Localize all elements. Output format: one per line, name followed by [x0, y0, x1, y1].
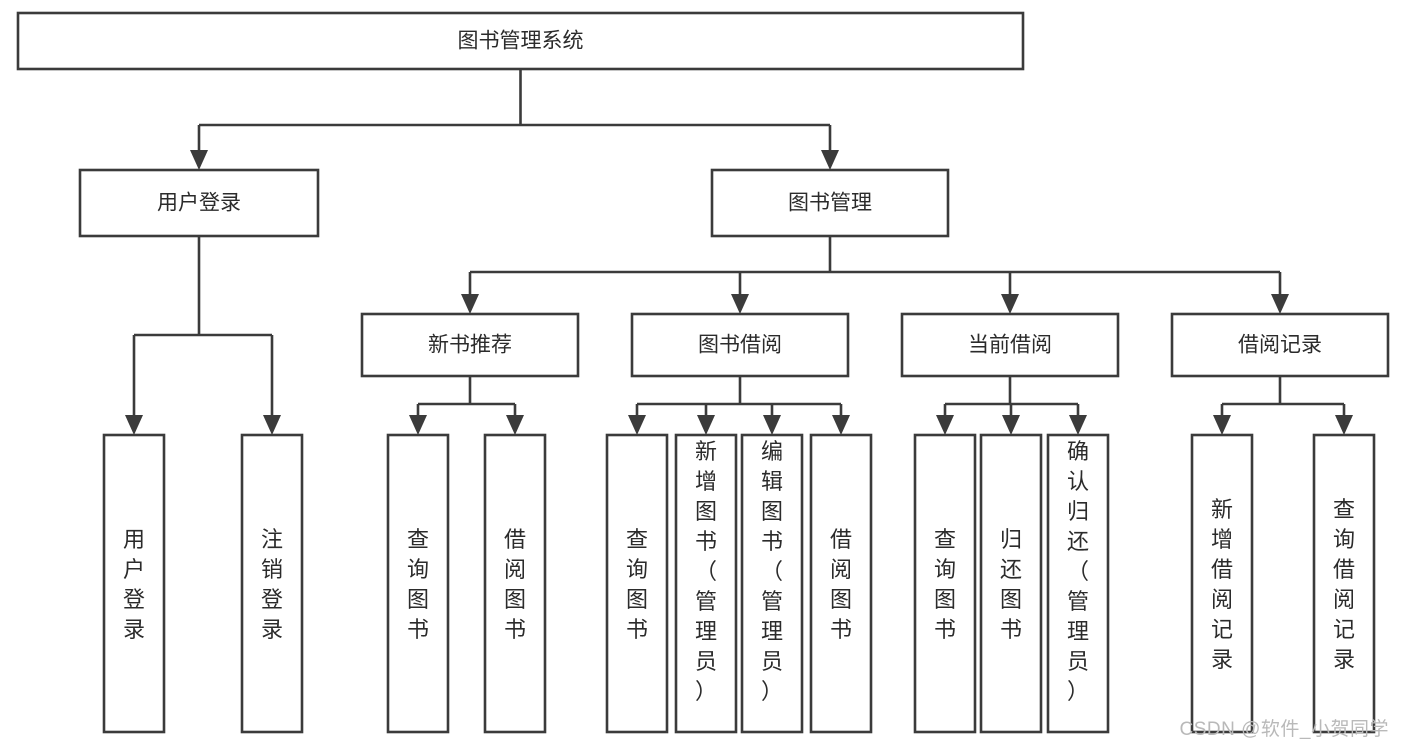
node-box-leaf-query-book-rec[interactable]: [386, 433, 450, 734]
node-box-leaf-user-login[interactable]: [102, 433, 166, 734]
arrow-head: [409, 415, 427, 435]
node-box-book-borrow[interactable]: [630, 312, 850, 378]
node-leaf-borrow-book-rec[interactable]: 借阅图书: [483, 433, 547, 734]
node-leaf-logout[interactable]: 注销登录: [240, 433, 304, 734]
node-box-root[interactable]: [16, 11, 1025, 71]
node-leaf-borrow-book-bor[interactable]: 借阅图书: [809, 433, 873, 734]
node-label-leaf-query-book-bor: 查询图书: [626, 527, 648, 642]
edge-group-root: [190, 69, 839, 170]
node-label-leaf-add-record: 新增借阅记录: [1211, 497, 1233, 672]
node-label-leaf-query-book-rec: 查询图书: [407, 527, 429, 642]
arrow-head: [125, 415, 143, 435]
node-root[interactable]: 图书管理系统: [16, 11, 1025, 71]
arrow-head: [821, 150, 839, 170]
node-label-current-borrow: 当前借阅: [968, 334, 1052, 357]
node-box-leaf-logout[interactable]: [240, 433, 304, 734]
node-leaf-edit-book[interactable]: 编辑图书（管理员）: [740, 433, 804, 734]
node-box-leaf-return-book[interactable]: [979, 433, 1043, 734]
node-box-leaf-borrow-book-rec[interactable]: [483, 433, 547, 734]
node-label-leaf-user-login: 用户登录: [123, 527, 145, 642]
node-label-leaf-borrow-book-rec: 借阅图书: [504, 527, 526, 642]
node-book-manage[interactable]: 图书管理: [710, 168, 950, 238]
node-label-leaf-return-book: 归还图书: [1000, 527, 1022, 642]
node-label-leaf-add-book: 新增图书（管理员）: [695, 439, 717, 704]
node-leaf-user-login[interactable]: 用户登录: [102, 433, 166, 734]
arrow-head: [1213, 415, 1231, 435]
node-leaf-add-record[interactable]: 新增借阅记录: [1190, 433, 1254, 734]
node-label-book-manage: 图书管理: [788, 192, 872, 215]
node-box-leaf-borrow-book-bor[interactable]: [809, 433, 873, 734]
arrow-head: [190, 150, 208, 170]
node-leaf-confirm-return[interactable]: 确认归还（管理员）: [1046, 433, 1110, 734]
node-layer: 图书管理系统用户登录图书管理新书推荐图书借阅当前借阅借阅记录用户登录注销登录查询…: [16, 11, 1390, 734]
node-leaf-query-book-rec[interactable]: 查询图书: [386, 433, 450, 734]
arrow-head: [628, 415, 646, 435]
node-label-leaf-edit-book: 编辑图书（管理员）: [761, 439, 783, 704]
node-label-borrow-record: 借阅记录: [1238, 334, 1322, 357]
node-box-leaf-edit-book[interactable]: [740, 433, 804, 734]
node-book-borrow[interactable]: 图书借阅: [630, 312, 850, 378]
node-box-leaf-add-record[interactable]: [1190, 433, 1254, 734]
node-label-leaf-logout: 注销登录: [261, 527, 283, 642]
edge-group-new-book-recommend: [409, 376, 524, 435]
arrow-head: [763, 415, 781, 435]
node-label-book-borrow: 图书借阅: [698, 334, 782, 357]
node-leaf-query-book-cur[interactable]: 查询图书: [913, 433, 977, 734]
edge-group-book-manage: [461, 236, 1289, 314]
arrow-head: [1001, 294, 1019, 314]
arrow-head: [936, 415, 954, 435]
node-current-borrow[interactable]: 当前借阅: [900, 312, 1120, 378]
node-box-leaf-query-book-bor[interactable]: [605, 433, 669, 734]
edge-group-book-borrow: [628, 376, 850, 435]
connector-layer: [125, 69, 1353, 435]
arrow-head: [1069, 415, 1087, 435]
node-box-user-login[interactable]: [78, 168, 320, 238]
arrow-head: [506, 415, 524, 435]
node-leaf-add-book[interactable]: 新增图书（管理员）: [674, 433, 738, 734]
node-label-root: 图书管理系统: [458, 30, 584, 53]
arrow-head: [1002, 415, 1020, 435]
node-label-leaf-borrow-book-bor: 借阅图书: [830, 527, 852, 642]
node-label-leaf-query-book-cur: 查询图书: [934, 527, 956, 642]
node-label-user-login: 用户登录: [157, 192, 241, 215]
node-box-current-borrow[interactable]: [900, 312, 1120, 378]
arrow-head: [697, 415, 715, 435]
edge-group-current-borrow: [936, 376, 1087, 435]
edge-group-borrow-record: [1213, 376, 1353, 435]
node-borrow-record[interactable]: 借阅记录: [1170, 312, 1390, 378]
node-label-leaf-query-record: 查询借阅记录: [1333, 497, 1355, 672]
arrow-head: [731, 294, 749, 314]
node-box-leaf-add-book[interactable]: [674, 433, 738, 734]
node-box-leaf-query-book-cur[interactable]: [913, 433, 977, 734]
arrow-head: [832, 415, 850, 435]
node-label-leaf-confirm-return: 确认归还（管理员）: [1067, 439, 1089, 704]
node-leaf-return-book[interactable]: 归还图书: [979, 433, 1043, 734]
node-box-leaf-confirm-return[interactable]: [1046, 433, 1110, 734]
arrow-head: [263, 415, 281, 435]
node-user-login[interactable]: 用户登录: [78, 168, 320, 238]
node-leaf-query-record[interactable]: 查询借阅记录: [1312, 433, 1376, 734]
edge-group-user-login: [125, 236, 281, 435]
node-leaf-query-book-bor[interactable]: 查询图书: [605, 433, 669, 734]
arrow-head: [1271, 294, 1289, 314]
node-label-new-book-recommend: 新书推荐: [428, 334, 512, 357]
node-box-borrow-record[interactable]: [1170, 312, 1390, 378]
node-box-new-book-recommend[interactable]: [360, 312, 580, 378]
node-box-leaf-query-record[interactable]: [1312, 433, 1376, 734]
arrow-head: [1335, 415, 1353, 435]
node-new-book-recommend[interactable]: 新书推荐: [360, 312, 580, 378]
node-box-book-manage[interactable]: [710, 168, 950, 238]
arrow-head: [461, 294, 479, 314]
